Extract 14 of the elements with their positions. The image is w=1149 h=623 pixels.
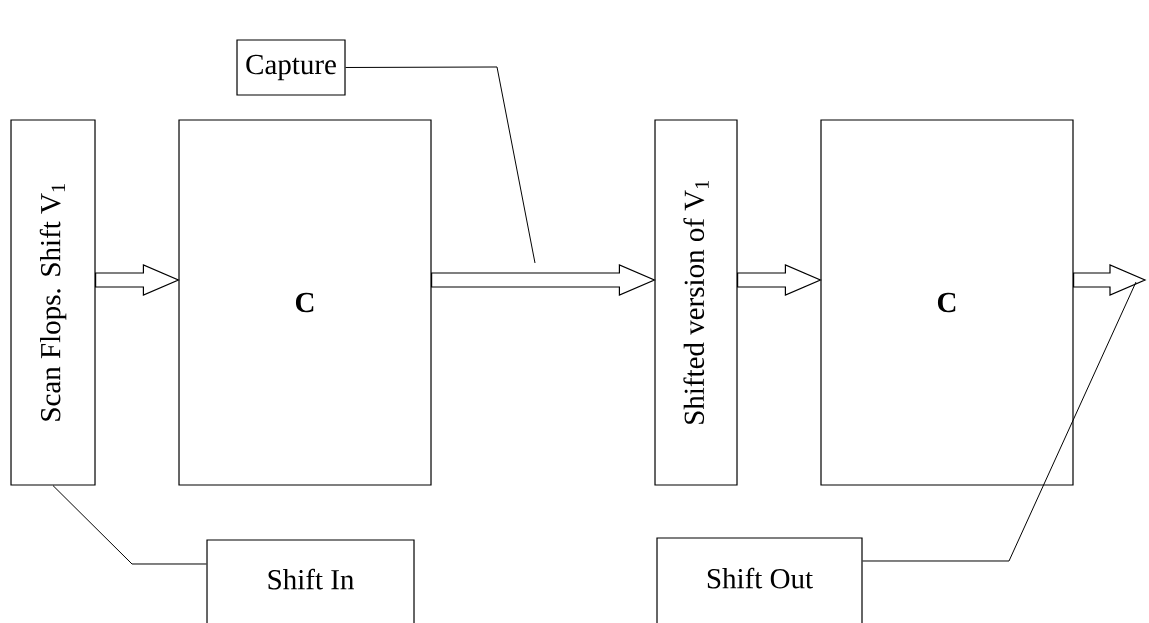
block-arrow bbox=[1073, 264, 1147, 296]
label-box: Capture bbox=[236, 39, 346, 96]
register-box: Shifted version of V$_{1}$ bbox=[654, 119, 738, 486]
block-arrow bbox=[95, 264, 180, 296]
label-box: Shift In bbox=[206, 539, 415, 623]
logic-box: C bbox=[178, 119, 432, 486]
block-arrow bbox=[737, 264, 822, 296]
register-box: Scan Flops. Shift V$_{1}$ bbox=[10, 119, 96, 486]
block-arrow bbox=[431, 264, 656, 296]
leader-line bbox=[52, 485, 207, 565]
logic-box: C bbox=[820, 119, 1074, 486]
leader-line bbox=[345, 66, 536, 264]
leader-line bbox=[862, 281, 1137, 562]
label-box: Shift Out bbox=[656, 537, 863, 623]
